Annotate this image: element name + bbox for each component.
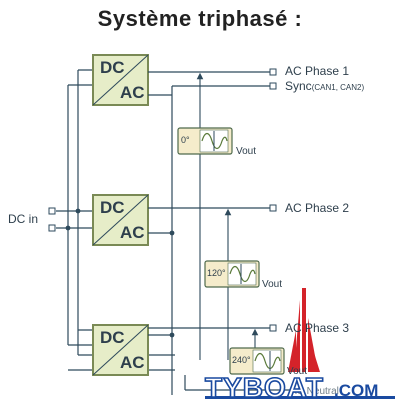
sync-label: Sync(CAN1, CAN2): [285, 79, 364, 93]
watermark-suffix: .COM: [334, 381, 379, 400]
dc-input-terminals: [48, 207, 56, 232]
phase-meter-120-angle: 120°: [207, 268, 226, 278]
sync-junctions: [169, 230, 175, 338]
page-title: Système triphasé :: [97, 6, 303, 31]
output-terminals: [269, 68, 277, 332]
converter-3-ac-label: AC: [120, 353, 145, 372]
watermark-flag: [288, 288, 320, 372]
bus-junctions: [65, 208, 81, 231]
converter-3-dc-label: DC: [100, 328, 125, 347]
sync-label-detail: (CAN1, CAN2): [311, 83, 365, 92]
phase-meter-0-angle: 0°: [181, 135, 190, 145]
watermark-brand: TYBOAT: [204, 371, 325, 404]
phase-meter-0-vout: Vout: [236, 146, 257, 157]
converter-2-dc-label: DC: [100, 198, 125, 217]
phase-meter-120: [204, 260, 260, 288]
phase-meter-0: [177, 127, 233, 155]
phase-meter-120-vout: Vout: [262, 279, 283, 290]
converter-1-ac-label: AC: [120, 83, 145, 102]
converter-1: [92, 54, 149, 106]
ac-phase-3-label: AC Phase 3: [285, 321, 350, 335]
sync-label-main: Sync: [285, 79, 312, 93]
converter-3: [92, 324, 149, 376]
vout-arrows: [196, 72, 259, 360]
phase-meter-240-angle: 240°: [232, 355, 251, 365]
ac-phase-2-label: AC Phase 2: [285, 201, 350, 215]
ac-neutral-label: AC Neutral: [290, 386, 339, 397]
watermark-underline: [205, 396, 395, 399]
ac-phase-1-label: AC Phase 1: [285, 64, 350, 78]
dc-in-label: DC in: [8, 212, 39, 226]
output-wiring: [148, 71, 300, 395]
phase-meter-240: [229, 347, 285, 375]
converter-2: [92, 194, 149, 246]
converter-2-ac-label: AC: [120, 223, 145, 242]
converter-1-dc-label: DC: [100, 58, 125, 77]
phase-meter-240-vout: Vout: [287, 366, 308, 377]
